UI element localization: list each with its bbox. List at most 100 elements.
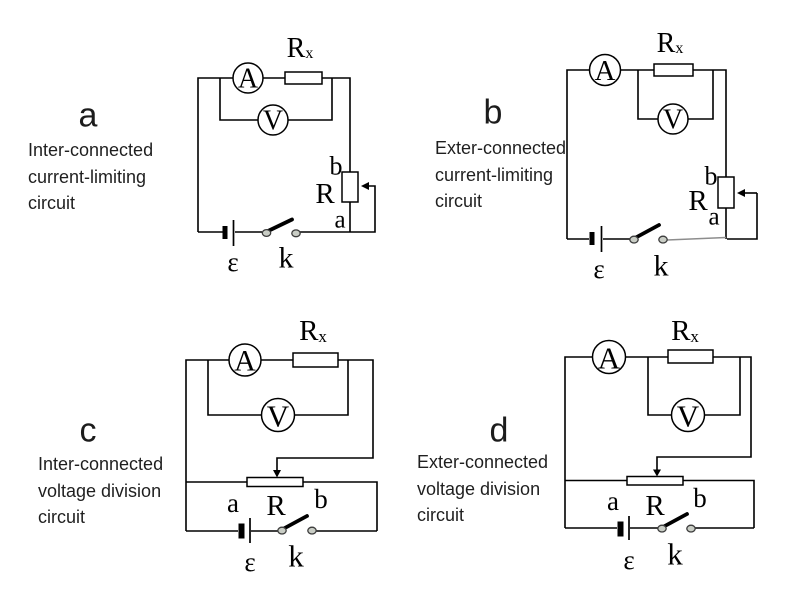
- rx-label: Rx: [671, 315, 699, 347]
- emf-label: ε: [227, 247, 238, 277]
- terminal-b-label: b: [330, 152, 343, 181]
- panel-caption-c: Inter-connected voltage division circuit: [38, 451, 163, 531]
- voltmeter: [260, 397, 296, 433]
- rx-resistor: [292, 352, 339, 368]
- switch-pivot-contact: [261, 228, 272, 238]
- switch-lever: [633, 223, 661, 240]
- switch-pivot-contact: [629, 235, 639, 244]
- battery-short-plate: [617, 521, 624, 537]
- ammeter-letter: A: [598, 341, 621, 376]
- switch-pivot-contact: [277, 526, 287, 535]
- wiper-arrowhead: [653, 469, 661, 477]
- wire: [197, 77, 351, 232]
- caption-line: circuit: [435, 191, 483, 211]
- panel-caption-a: Inter-connected current-limiting circuit: [28, 137, 153, 217]
- caption-line: Inter-connected: [38, 454, 164, 474]
- ammeter: [591, 339, 627, 375]
- switch-label: k: [667, 537, 683, 572]
- terminal-a-label: a: [227, 488, 239, 518]
- switch-pivot-contact: [657, 524, 667, 533]
- rheostat: [717, 176, 735, 209]
- ammeter: [232, 62, 264, 94]
- potentiometer: [246, 476, 304, 488]
- caption-line: voltage division: [417, 478, 541, 499]
- ammeter: [588, 53, 622, 87]
- rx-label: Rx: [299, 315, 327, 347]
- wire: [727, 193, 758, 240]
- battery-short-plate: [238, 523, 245, 539]
- emf-label: ε: [623, 545, 634, 575]
- potentiometer-label: R: [645, 490, 665, 522]
- battery-short-plate: [589, 232, 595, 245]
- caption-line: circuit: [417, 505, 465, 525]
- caption-line: current-limiting: [435, 164, 554, 185]
- terminal-b-label: b: [314, 484, 328, 514]
- wire: [564, 356, 752, 528]
- wire: [566, 69, 727, 239]
- caption-line: voltage division: [38, 480, 162, 501]
- panel-letter-a: a: [78, 96, 98, 135]
- potentiometer-label: R: [266, 490, 286, 522]
- switch-label: k: [279, 242, 294, 275]
- terminal-b-label: b: [693, 483, 707, 513]
- emf-label: ε: [593, 254, 604, 284]
- voltmeter: [657, 103, 689, 135]
- voltmeter-letter: V: [267, 399, 290, 434]
- panel-caption-d: Exter-connected voltage division circuit: [417, 449, 548, 529]
- wire: [300, 185, 376, 233]
- terminal-a-label: a: [607, 486, 619, 516]
- ammeter: [228, 343, 262, 377]
- rx-resistor: [653, 63, 694, 77]
- terminal-a-label: a: [708, 204, 719, 231]
- panel-letter-b: b: [483, 93, 503, 132]
- voltmeter-letter: V: [263, 106, 283, 137]
- caption-line: circuit: [38, 507, 86, 527]
- voltmeter: [670, 397, 706, 433]
- panel-letter-d: d: [489, 411, 509, 450]
- caption-line: Inter-connected: [28, 140, 154, 160]
- caption-line: Exter-connected: [435, 138, 567, 158]
- ammeter-letter: A: [234, 345, 256, 378]
- wiper-arrowhead: [361, 182, 369, 190]
- panel-caption-b: Exter-connected current-limiting circuit: [435, 135, 566, 215]
- ammeter-letter: A: [238, 64, 259, 95]
- rx-label: Rx: [657, 28, 684, 59]
- voltmeter: [257, 104, 289, 136]
- rx-label: Rx: [287, 33, 314, 64]
- switch-open-contact: [291, 229, 301, 238]
- rheostat-label: R: [315, 178, 335, 210]
- wiper-arrowhead: [737, 189, 745, 197]
- rx-resistor: [284, 71, 323, 85]
- panel-letter-c: c: [79, 411, 97, 450]
- switch-label: k: [654, 250, 669, 283]
- switch-open-contact: [307, 526, 317, 535]
- ammeter-letter: A: [595, 55, 616, 87]
- caption-line: Exter-connected: [417, 452, 549, 472]
- wire: [185, 359, 374, 531]
- caption-line: current-limiting: [28, 166, 147, 187]
- switch-lever: [265, 217, 294, 234]
- rheostat: [341, 171, 359, 203]
- switch-open-contact: [658, 235, 668, 244]
- battery-short-plate: [222, 226, 228, 239]
- rx-resistor: [667, 349, 714, 364]
- potentiometer: [626, 475, 684, 486]
- terminal-b-label: b: [705, 162, 718, 191]
- voltmeter-letter: V: [677, 399, 700, 434]
- voltmeter-letter: V: [663, 105, 683, 136]
- caption-line: circuit: [28, 193, 76, 213]
- switch-label: k: [288, 539, 304, 574]
- switch-lever: [661, 512, 689, 529]
- wiper-arrowhead: [273, 470, 281, 478]
- switch-open-contact: [686, 524, 696, 533]
- emf-label: ε: [244, 547, 255, 577]
- rheostat-label: R: [688, 185, 708, 217]
- switch-lever: [281, 514, 309, 531]
- wire-gray: [666, 236, 727, 241]
